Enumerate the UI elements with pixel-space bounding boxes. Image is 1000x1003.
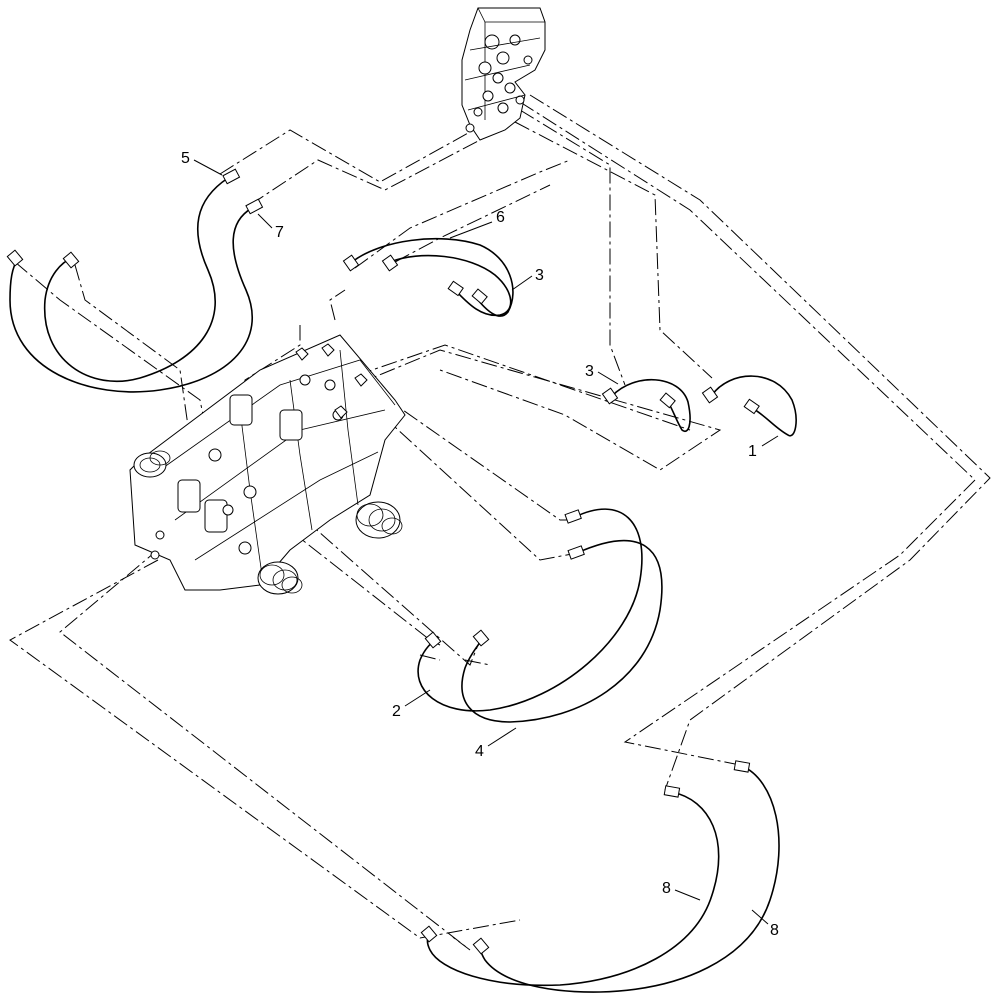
hose-6 [342, 237, 514, 317]
callout-5: 5 [181, 150, 190, 167]
coil-assembly-center [257, 561, 303, 595]
callout-1: 1 [748, 443, 757, 460]
hose-5 [43, 168, 241, 383]
callout-2: 2 [392, 703, 401, 720]
manifold-assembly [129, 334, 406, 595]
hose-3-upper [381, 254, 512, 316]
callout-4: 4 [475, 743, 484, 760]
hose-1 [701, 375, 797, 437]
coil-assembly-right [355, 501, 403, 539]
callout-6: 6 [496, 209, 505, 226]
callout-8-left: 8 [662, 880, 671, 897]
callout-labels: 5 7 6 3 3 1 2 4 8 8 [181, 150, 779, 939]
hose-8-right [472, 760, 780, 993]
callout-7: 7 [275, 224, 284, 241]
callout-8-right: 8 [770, 922, 779, 939]
callout-3-right: 3 [585, 363, 594, 380]
callout-3-upper: 3 [535, 267, 544, 284]
hose-4 [461, 539, 663, 723]
hose-7 [6, 198, 264, 393]
control-valve-block [461, 7, 546, 141]
hose-8-left [420, 785, 720, 987]
coil-assembly-left [133, 450, 171, 478]
leader-lines [193, 159, 779, 925]
hose-3-right [601, 378, 691, 432]
hose-2 [417, 508, 643, 712]
